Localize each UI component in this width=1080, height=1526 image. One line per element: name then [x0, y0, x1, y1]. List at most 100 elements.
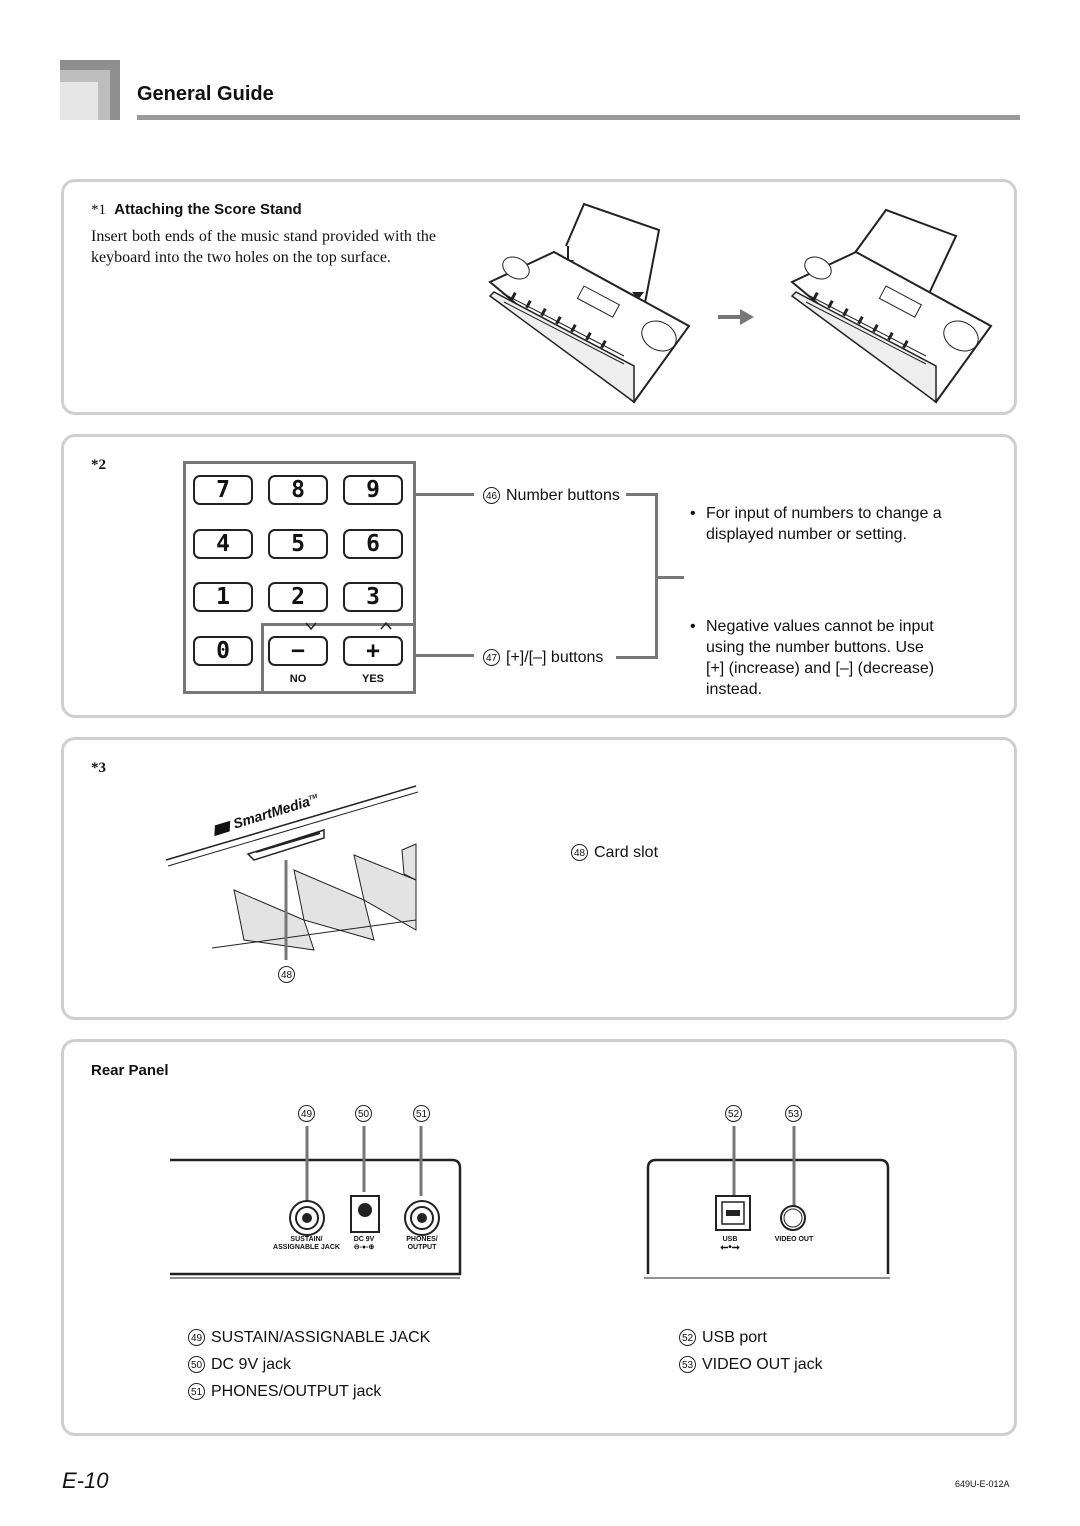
rear-panel-heading: Rear Panel	[91, 1062, 169, 1079]
header-decoration	[60, 60, 120, 120]
polarity-icon: ⊖-●-⊕	[353, 1244, 375, 1251]
label-text: USB port	[702, 1329, 767, 1346]
key-6[interactable]: 6	[343, 529, 403, 559]
legend-item: 49 SUSTAIN/ASSIGNABLE JACK	[188, 1324, 430, 1351]
label-text: Number buttons	[506, 487, 620, 504]
callout-52: 52	[725, 1105, 742, 1123]
trademark-mark: TM	[308, 793, 319, 803]
dc-jack-label: DC 9V ⊖-●-⊕	[339, 1236, 389, 1252]
label-line: OUTPUT	[407, 1244, 437, 1251]
number-buttons-panel: *2 7 8 9 4 5 6 1 2 3 0 − + NO YES 46 Numb…	[61, 434, 1017, 718]
key-4[interactable]: 4	[193, 529, 253, 559]
rear-jacks-illustration	[170, 1126, 462, 1279]
bullet-item: Negative values cannot be input using th…	[688, 616, 946, 700]
card-slot-label: 48 Card slot	[571, 844, 658, 862]
label-line: ASSIGNABLE JACK	[273, 1244, 340, 1251]
key-9[interactable]: 9	[343, 475, 403, 505]
usb-port-label: USB ⭠•⭢	[712, 1236, 748, 1253]
video-out-label: VIDEO OUT	[774, 1236, 814, 1243]
legend-item: 52 USB port	[679, 1324, 823, 1351]
callout-50: 50	[355, 1105, 372, 1123]
bullet-item: For input of numbers to change a display…	[688, 503, 946, 545]
legend-left: 49 SUSTAIN/ASSIGNABLE JACK 50 DC 9V jack 5…	[188, 1324, 430, 1405]
key-plus[interactable]: +	[343, 636, 403, 666]
callout-49: 49	[298, 1105, 315, 1123]
heading-text: Attaching the Score Stand	[114, 201, 302, 218]
note-marker: *1	[91, 202, 106, 218]
header-rule	[137, 115, 1020, 120]
label-text: SUSTAIN/ASSIGNABLE JACK	[211, 1329, 431, 1346]
usb-icon: ⭠•⭢	[720, 1242, 740, 1253]
key-2[interactable]: 2	[268, 582, 328, 612]
callout-number: 53	[679, 1356, 696, 1373]
key-minus[interactable]: −	[268, 636, 328, 666]
label-text: Card slot	[594, 844, 659, 861]
document-code: 649U-E-012A	[955, 1479, 1010, 1489]
label-line: USB	[722, 1236, 738, 1243]
plus-minus-buttons-label: 47 [+]/[–] buttons	[483, 649, 603, 667]
key-8[interactable]: 8	[268, 475, 328, 505]
number-buttons-label: 46 Number buttons	[483, 487, 620, 505]
callout-number: 46	[483, 487, 500, 504]
label-text: [+]/[–] buttons	[506, 649, 604, 666]
label-text: DC 9V jack	[211, 1356, 292, 1373]
rear-panel-panel: Rear Panel 49 50 51 52 53 SUSTAIN/ ASSIG…	[61, 1039, 1017, 1436]
callout-number: 53	[785, 1105, 802, 1122]
callout-number: 48	[571, 844, 588, 861]
bracket-line	[626, 493, 656, 496]
callout-number: 51	[413, 1105, 430, 1122]
callout-number: 50	[355, 1105, 372, 1122]
legend-item: 53 VIDEO OUT jack	[679, 1351, 823, 1378]
keyboard-stand-attached-illustration	[790, 208, 993, 404]
note-marker: *2	[91, 457, 106, 473]
chevron-down-icon	[305, 622, 317, 631]
card-slot-illustration	[165, 785, 419, 960]
smartmedia-mark-icon	[214, 820, 231, 837]
label-text: VIDEO OUT jack	[702, 1356, 823, 1373]
callout-number: 51	[188, 1383, 205, 1400]
chevron-up-icon	[380, 621, 392, 630]
page-number: E-10	[62, 1468, 109, 1493]
bracket-line	[616, 656, 656, 659]
key-5[interactable]: 5	[268, 529, 328, 559]
sustain-jack-label: SUSTAIN/ ASSIGNABLE JACK	[264, 1236, 349, 1252]
rear-ports-illustration	[644, 1126, 890, 1279]
label-line: PHONES/	[406, 1236, 438, 1243]
leader-line	[416, 493, 474, 496]
callout-number: 49	[188, 1329, 205, 1346]
page-title: General Guide	[137, 83, 274, 105]
callout-number: 48	[278, 966, 295, 983]
card-slot-callout: 48	[278, 966, 295, 984]
legend-item: 51 PHONES/OUTPUT jack	[188, 1378, 430, 1405]
callout-number: 50	[188, 1356, 205, 1373]
key-3[interactable]: 3	[343, 582, 403, 612]
label-line: SUSTAIN/	[290, 1236, 323, 1243]
callout-number: 47	[483, 649, 500, 666]
score-stand-body: Insert both ends of the music stand prov…	[91, 228, 436, 266]
legend-right: 52 USB port 53 VIDEO OUT jack	[679, 1324, 823, 1378]
legend-item: 50 DC 9V jack	[188, 1351, 430, 1378]
callout-number: 52	[725, 1105, 742, 1122]
corner-squares-graphic	[60, 60, 120, 120]
keyboard-with-stand-illustration	[488, 202, 691, 404]
plus-minus-frame	[261, 623, 416, 694]
bracket-line	[656, 576, 684, 579]
leader-line	[416, 654, 474, 657]
score-stand-heading: *1 Attaching the Score Stand	[91, 201, 302, 219]
callout-number: 49	[298, 1105, 315, 1122]
callout-number: 52	[679, 1329, 696, 1346]
score-stand-panel: *1 Attaching the Score Stand Insert both…	[61, 179, 1017, 415]
callout-51: 51	[413, 1105, 430, 1123]
label-line: DC 9V	[353, 1236, 375, 1243]
key-0[interactable]: 0	[193, 636, 253, 666]
label-text: PHONES/OUTPUT jack	[211, 1383, 382, 1400]
key-1[interactable]: 1	[193, 582, 253, 612]
arrow-right-icon	[718, 309, 754, 325]
note-marker: *3	[91, 760, 106, 776]
key-7[interactable]: 7	[193, 475, 253, 505]
yes-label: YES	[361, 673, 384, 685]
callout-53: 53	[785, 1105, 802, 1123]
no-label: NO	[289, 673, 307, 685]
phones-jack-label: PHONES/ OUTPUT	[397, 1236, 447, 1252]
